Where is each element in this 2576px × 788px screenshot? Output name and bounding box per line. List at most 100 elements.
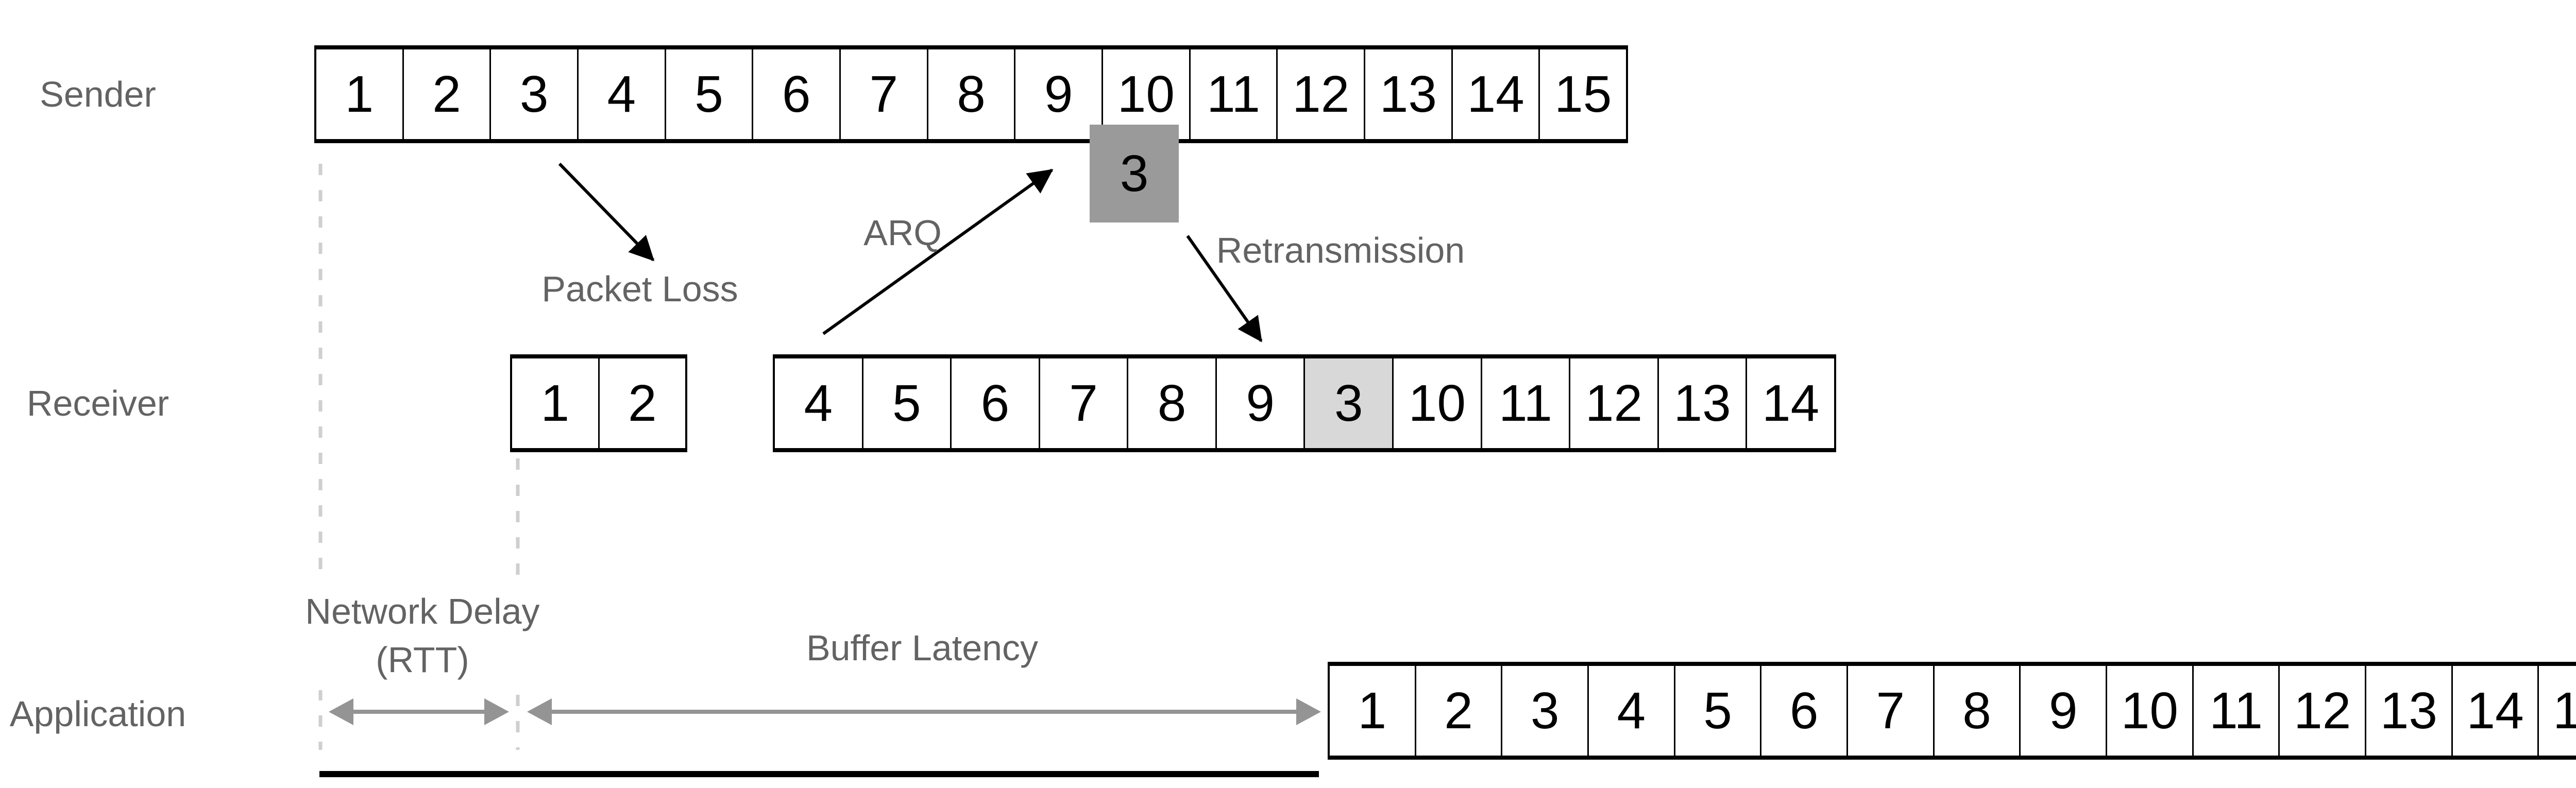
packet-box: 8 bbox=[1933, 666, 2020, 756]
packet-box: 11 bbox=[1480, 358, 1569, 448]
packet-box: 1 bbox=[1330, 666, 1415, 756]
sender-label: Sender bbox=[40, 74, 156, 114]
packet-number: 8 bbox=[957, 65, 986, 123]
packet-number: 2 bbox=[432, 65, 461, 123]
packet-box: 14 bbox=[1451, 49, 1539, 139]
packet-number: 7 bbox=[869, 65, 899, 123]
packet-box: 12 bbox=[1276, 49, 1364, 139]
network-delay-arrow bbox=[329, 698, 509, 725]
packet-box: 3 bbox=[1501, 666, 1588, 756]
packet-number: 5 bbox=[1703, 682, 1732, 740]
packet-number: 6 bbox=[1789, 682, 1819, 740]
arq-arrow bbox=[822, 168, 1054, 335]
packet-box: 7 bbox=[1846, 666, 1933, 756]
packet-box: 6 bbox=[1760, 666, 1847, 756]
packet-number: 12 bbox=[2294, 682, 2351, 740]
packet-box: 1 bbox=[316, 49, 402, 139]
packet-number: 3 bbox=[519, 65, 549, 123]
packet-number: 15 bbox=[2553, 682, 2576, 740]
packet-box: 2 bbox=[598, 358, 685, 448]
packet-box: 11 bbox=[2192, 666, 2279, 756]
packet-number: 15 bbox=[1554, 65, 1612, 123]
packet-box: 12 bbox=[1569, 358, 1657, 448]
packet-number: 8 bbox=[1157, 374, 1187, 432]
packet-number: 7 bbox=[1876, 682, 1905, 740]
packet-number: 13 bbox=[1673, 374, 1731, 432]
packet-box: 3 bbox=[489, 49, 578, 139]
packet-loss-arrow bbox=[558, 162, 655, 262]
packet-box: 13 bbox=[1364, 49, 1451, 139]
packet-number: 13 bbox=[1379, 65, 1437, 123]
packet-box: 6 bbox=[752, 49, 840, 139]
packet-box: 14 bbox=[1745, 358, 1834, 448]
packet-number: 10 bbox=[2121, 682, 2178, 740]
packet-number: 12 bbox=[1292, 65, 1350, 123]
packet-number: 1 bbox=[345, 65, 374, 123]
packet-box: 7 bbox=[839, 49, 927, 139]
retransmission-label: Retransmission bbox=[1216, 230, 1465, 270]
packet-box: 15 bbox=[2537, 666, 2576, 756]
packet-box: 5 bbox=[664, 49, 752, 139]
packet-number: 10 bbox=[1408, 374, 1466, 432]
network-delay-line1: Network Delay bbox=[305, 591, 540, 631]
packet-number: 10 bbox=[1117, 65, 1175, 123]
retransmitted-packet-number: 3 bbox=[1120, 145, 1149, 202]
packet-number: 4 bbox=[607, 65, 636, 123]
application-label: Application bbox=[9, 694, 187, 734]
packet-box: 5 bbox=[861, 358, 951, 448]
packet-box: 10 bbox=[1392, 358, 1481, 448]
packet-box: 10 bbox=[2106, 666, 2192, 756]
retransmitted-packet-box: 3 bbox=[1090, 125, 1179, 222]
packet-number: 9 bbox=[1246, 374, 1275, 432]
packet-box: 8 bbox=[1127, 358, 1215, 448]
packet-number: 11 bbox=[2209, 682, 2263, 740]
packet-box: 2 bbox=[402, 49, 490, 139]
packet-box: 7 bbox=[1038, 358, 1127, 448]
buffer-latency-label: Buffer Latency bbox=[806, 628, 1039, 668]
packet-number: 3 bbox=[1334, 374, 1363, 432]
packet-box: 4 bbox=[1587, 666, 1674, 756]
packet-number: 4 bbox=[1617, 682, 1646, 740]
packet-number: 11 bbox=[1499, 374, 1552, 432]
retransmission-arrow bbox=[1186, 235, 1263, 342]
packet-number: 1 bbox=[540, 374, 570, 432]
packet-number: 9 bbox=[1044, 65, 1073, 123]
receiver-label: Receiver bbox=[26, 383, 170, 423]
packet-box: 15 bbox=[1538, 49, 1626, 139]
packet-box: 9 bbox=[1215, 358, 1304, 448]
packet-box: 14 bbox=[2451, 666, 2538, 756]
packet-box: 9 bbox=[2019, 666, 2106, 756]
packet-box: 6 bbox=[950, 358, 1039, 448]
packet-number: 4 bbox=[804, 374, 833, 432]
arq-label: ARQ bbox=[863, 213, 942, 253]
packet-number: 5 bbox=[892, 374, 921, 432]
packet-box: 2 bbox=[1414, 666, 1501, 756]
packet-box: 12 bbox=[2278, 666, 2365, 756]
packet-number: 11 bbox=[1207, 65, 1260, 123]
packet-box: 5 bbox=[1673, 666, 1760, 756]
packet-number: 2 bbox=[1444, 682, 1473, 740]
packet-box: 10 bbox=[1101, 49, 1189, 139]
packet-number: 2 bbox=[628, 374, 657, 432]
packet-number: 13 bbox=[2380, 682, 2438, 740]
packet-number: 1 bbox=[1358, 682, 1387, 740]
buffer-latency-arrow bbox=[527, 698, 1321, 725]
packet-box: 11 bbox=[1189, 49, 1277, 139]
packet-box: 9 bbox=[1014, 49, 1102, 139]
packet-loss-label: Packet Loss bbox=[541, 269, 738, 309]
packet-box: 13 bbox=[1657, 358, 1746, 448]
packet-box: 1 bbox=[512, 358, 598, 448]
packet-number: 14 bbox=[2466, 682, 2524, 740]
network-delay-label: Network Delay (RTT) bbox=[291, 581, 554, 690]
packet-number: 7 bbox=[1069, 374, 1098, 432]
packet-number: 14 bbox=[1467, 65, 1524, 123]
packet-number: 5 bbox=[694, 65, 723, 123]
packet-number: 9 bbox=[2048, 682, 2078, 740]
packet-number: 6 bbox=[782, 65, 811, 123]
